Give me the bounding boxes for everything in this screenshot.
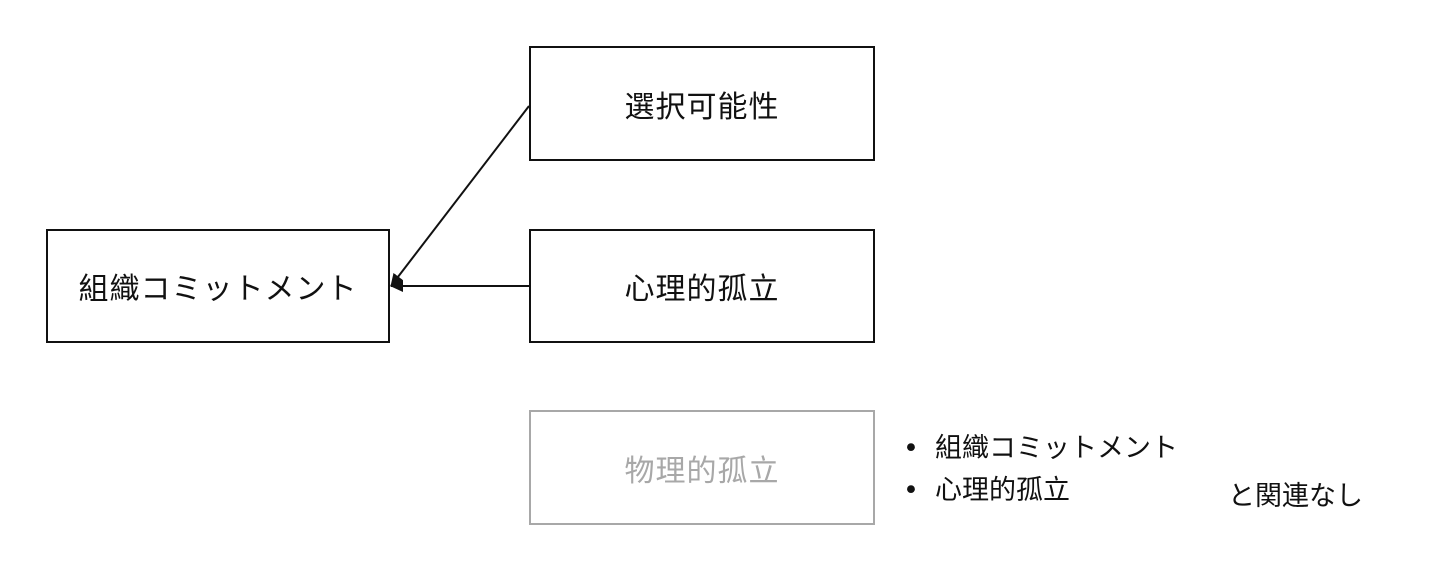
node-physical-isolation: 物理的孤立	[529, 410, 875, 525]
bullet-item: 心理的孤立	[903, 470, 1178, 512]
node-org-commitment-label: 組織コミットメント	[78, 272, 358, 307]
node-selectability: 選択可能性	[529, 46, 875, 161]
note-unrelated: と関連なし	[1228, 481, 1363, 512]
bullet-list: 組織コミットメント 心理的孤立	[903, 428, 1178, 512]
node-physical-isolation-label: 物理的孤立	[624, 453, 780, 489]
arrow-selectability-to-org	[390, 105, 530, 287]
node-psych-isolation: 心理的孤立	[529, 229, 875, 343]
bullet-item: 組織コミットメント	[903, 428, 1178, 470]
node-selectability-label: 選択可能性	[624, 89, 780, 125]
node-psych-isolation-label: 心理的孤立	[624, 272, 780, 307]
node-org-commitment: 組織コミットメント	[46, 229, 390, 343]
